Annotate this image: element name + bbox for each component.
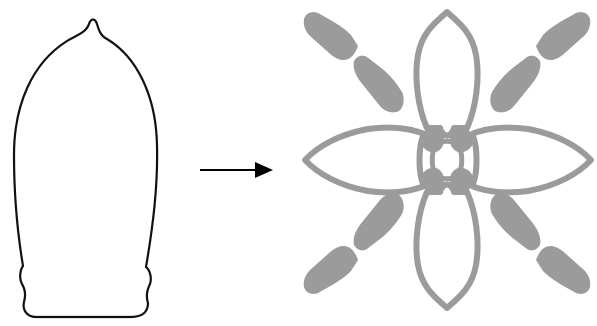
tab-block <box>354 56 404 113</box>
source-outline-shape <box>14 20 157 318</box>
rosette-pattern <box>304 12 591 308</box>
petal-left <box>305 128 424 193</box>
tab-block <box>354 194 404 251</box>
transform-arrow <box>200 162 273 178</box>
petal-bottom <box>416 185 477 309</box>
tab-block <box>536 246 590 294</box>
petal-right <box>472 128 591 193</box>
tab-block <box>490 194 540 251</box>
center-ring <box>432 141 462 179</box>
tab-block <box>490 56 540 113</box>
petal-top <box>416 12 477 136</box>
tab-block <box>536 12 590 60</box>
tab-block <box>304 246 358 294</box>
tab-block <box>304 12 358 60</box>
